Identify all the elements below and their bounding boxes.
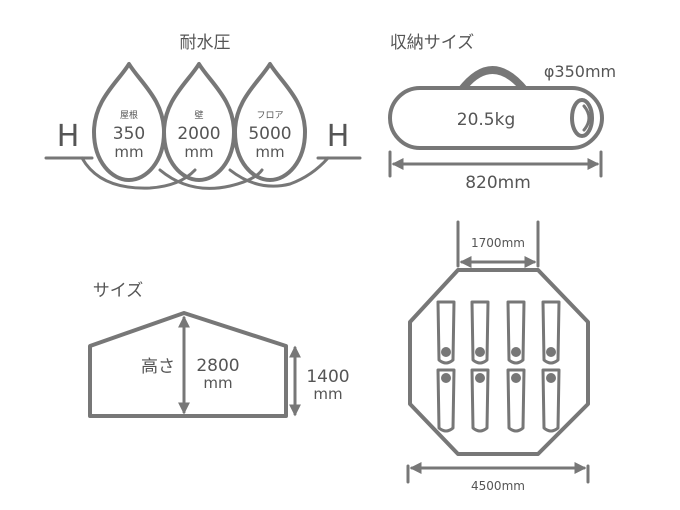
bag-handle <box>458 66 528 88</box>
size-title: サイズ <box>93 281 144 301</box>
sleeping-bags <box>436 300 561 433</box>
drop-floor <box>233 62 307 182</box>
drop-floor-label: フロア <box>256 111 283 121</box>
drop-wall <box>162 62 236 182</box>
drop-roof-value: 350 <box>113 124 145 144</box>
sleeping-bag-head <box>511 373 521 383</box>
sleeping-bag <box>541 300 561 365</box>
sleeping-bag <box>436 368 456 433</box>
sleeping-bag-head <box>546 347 556 357</box>
sleeping-bag <box>470 300 490 365</box>
storage-bag <box>388 86 604 150</box>
tent-profile <box>88 311 288 418</box>
bag-end-cap <box>570 98 594 138</box>
sleeping-bag <box>436 300 456 365</box>
sleeping-bag <box>541 368 561 433</box>
sleeping-bag-head <box>511 347 521 357</box>
storage-weight: 20.5kg <box>457 110 516 130</box>
bag-end-detail <box>582 104 591 132</box>
drop-roof <box>92 62 166 182</box>
height-unit: mm <box>203 374 232 392</box>
sleeping-bag <box>470 368 490 433</box>
h-left-label: H <box>57 119 80 154</box>
wall-height-unit: mm <box>313 385 342 403</box>
sleeping-bag-head <box>441 373 451 383</box>
sleeping-bag-head <box>475 373 485 383</box>
height-label: 高さ <box>141 357 175 377</box>
height-value: 2800 <box>196 356 239 376</box>
sleeping-bag <box>506 300 526 365</box>
drop-wall-label: 壁 <box>194 109 203 121</box>
sleeping-bag-head <box>546 373 556 383</box>
drop-floor-unit: mm <box>255 143 284 161</box>
water-pressure-title: 耐水圧 <box>180 33 231 53</box>
drop-wall-value: 2000 <box>177 124 220 144</box>
drop-wall-unit: mm <box>184 143 213 161</box>
drop-roof-label: 屋根 <box>120 109 138 121</box>
storage-title: 収納サイズ <box>390 33 475 53</box>
floor-top-width: 1700mm <box>471 236 525 250</box>
floor-width: 4500mm <box>471 479 525 493</box>
storage-diameter: φ350mm <box>544 62 616 81</box>
floor-octagon <box>408 268 590 456</box>
sleeping-bag-head <box>475 347 485 357</box>
h-right-label: H <box>327 119 350 154</box>
storage-length: 820mm <box>465 173 531 193</box>
wall-height-value: 1400 <box>306 367 349 387</box>
drop-roof-unit: mm <box>114 143 143 161</box>
drop-floor-value: 5000 <box>248 124 291 144</box>
sleeping-bag-head <box>441 347 451 357</box>
sleeping-bag <box>506 368 526 433</box>
water-ground-lines <box>44 156 362 190</box>
